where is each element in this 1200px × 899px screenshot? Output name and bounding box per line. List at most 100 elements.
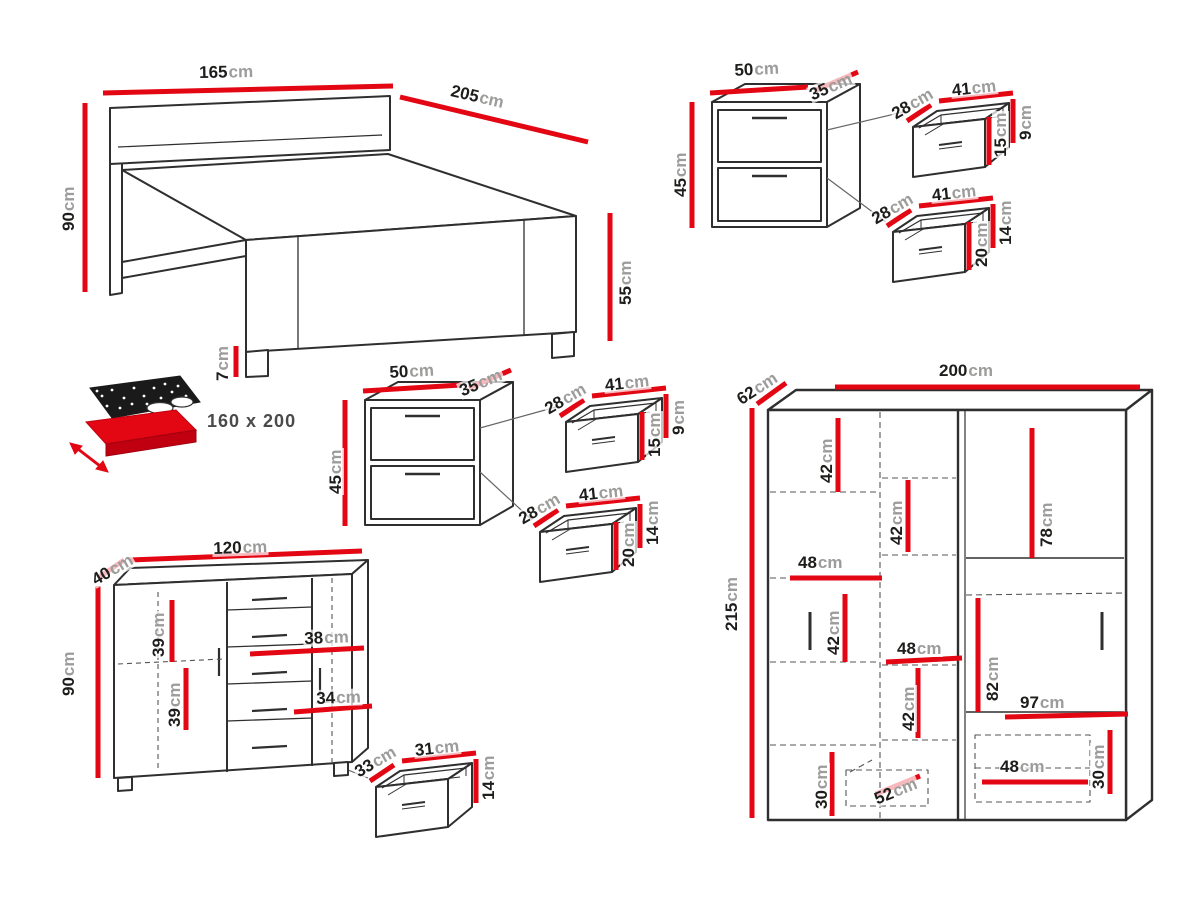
dim-unit: cm	[991, 112, 1010, 138]
dim-unit: cm	[433, 736, 461, 758]
dim-unit: cm	[408, 360, 435, 381]
dim-unit: cm	[950, 181, 978, 203]
dim-number: 48	[897, 639, 916, 658]
dim-unit: cm	[753, 58, 780, 79]
dim-unit: cm	[242, 537, 268, 557]
drawer-b-side-height-label: 14cm	[996, 199, 1015, 246]
wardrobe-width-label: 200cm	[938, 362, 994, 379]
dresser-height-label: 90cm	[59, 650, 78, 697]
drawer-d-side-height-label: 14cm	[643, 499, 662, 546]
dim-number: 120	[212, 537, 242, 558]
dim-unit: cm	[972, 222, 991, 248]
dim-number: 38	[303, 628, 324, 648]
bed-headboard	[109, 95, 391, 165]
dim-unit: cm	[1089, 744, 1108, 770]
dim-unit: cm	[643, 500, 662, 526]
dim-unit: cm	[213, 345, 232, 371]
dim-number: 90	[59, 677, 78, 696]
wardrobe-right-upper-label: 78cm	[1037, 501, 1056, 548]
dim-number: 97	[1020, 693, 1039, 712]
dim-number: 41	[930, 183, 952, 205]
dim-unit: cm	[149, 612, 168, 638]
dim-number: 48	[1000, 757, 1019, 776]
dim-unit: cm	[479, 755, 498, 781]
dim-number: 90	[59, 212, 78, 231]
dim-unit: cm	[165, 682, 184, 708]
dim-unit: cm	[817, 553, 843, 572]
drawer-e-drawing	[375, 762, 473, 838]
dresser-upper-section-label: 39cm	[149, 611, 168, 658]
dim-number: 31	[413, 738, 435, 760]
dim-number: 20	[972, 248, 991, 267]
ns1-width-label: 50cm	[733, 58, 781, 80]
nightstand-top-drawing	[710, 82, 862, 229]
dim-unit: cm	[669, 399, 688, 425]
dresser-lower-section-label: 39cm	[165, 681, 184, 728]
dim-number: 41	[603, 373, 625, 395]
ns2-width-label: 50cm	[388, 360, 436, 382]
dim-number: 34	[315, 688, 336, 708]
dim-unit: cm	[59, 186, 78, 212]
dim-number: 30	[812, 790, 831, 809]
drawer-b-front-height-label: 20cm	[972, 221, 991, 268]
drawer-a-front-height-label: 15cm	[991, 111, 1010, 158]
dim-number: 55	[616, 286, 635, 305]
wardrobe-left-lower-label: 30cm	[812, 763, 831, 810]
nightstand-mid-drawing	[363, 380, 515, 527]
drawer-e-height-label: 14cm	[479, 754, 498, 801]
dim-unit: cm	[228, 62, 254, 82]
dim-unit: cm	[996, 200, 1015, 226]
dim-unit: cm	[1016, 104, 1035, 130]
mattress-size-label: 160 x 200	[206, 411, 298, 431]
dim-number: 160 x 200	[207, 411, 297, 431]
wardrobe-middle-lower-label: 42cm	[899, 685, 918, 732]
dim-number: 78	[1037, 528, 1056, 547]
drawer-c-width-label: 41cm	[603, 371, 652, 395]
bed-footboard	[245, 215, 577, 353]
mattress-icon	[69, 375, 201, 473]
dim-unit: cm	[916, 639, 942, 658]
wardrobe-left-shelf-width-label: 48cm	[797, 554, 844, 571]
bed-leg-height-label: 7cm	[213, 344, 232, 382]
dim-unit: cm	[619, 522, 638, 548]
dim-number: 50	[733, 59, 754, 80]
wardrobe-right-shelf-width-label: 97cm	[1019, 694, 1066, 711]
bed-side-rail	[121, 239, 247, 279]
dim-unit: cm	[1039, 693, 1065, 712]
wardrobe-middle-shelf-width-label: 48cm	[896, 640, 943, 657]
dim-unit: cm	[597, 481, 625, 503]
wardrobe-left-middle-label: 42cm	[824, 609, 843, 656]
bed-drawing	[109, 95, 577, 378]
bed-headboard-height-label: 90cm	[59, 185, 78, 232]
dim-number: 15	[991, 138, 1010, 157]
dim-number: 42	[887, 526, 906, 545]
dim-unit: cm	[968, 361, 993, 380]
dim-number: 42	[817, 464, 836, 483]
bed-leg-left	[245, 349, 269, 378]
dim-unit: cm	[722, 577, 741, 602]
dim-number: 7	[213, 371, 232, 381]
dim-unit: cm	[616, 260, 635, 286]
dim-number: 9	[1016, 130, 1035, 140]
wardrobe-right-middle-label: 82cm	[983, 655, 1002, 702]
dim-number: 20	[619, 548, 638, 567]
drawer-d-front-height-label: 20cm	[619, 521, 638, 568]
dim-number: 50	[388, 361, 409, 382]
wardrobe-middle-upper-label: 42cm	[887, 499, 906, 546]
drawer-e-width-label: 31cm	[413, 736, 462, 760]
wardrobe-height-label: 215cm	[722, 576, 741, 632]
drawer-d-width-label: 41cm	[577, 481, 626, 505]
dim-unit: cm	[323, 627, 350, 648]
dim-number: 14	[643, 526, 662, 545]
dresser-drawer-front-width-label: 34cm	[315, 687, 363, 708]
dresser-width-label: 120cm	[212, 537, 269, 558]
dim-number: 41	[950, 78, 972, 100]
dim-number: 39	[165, 708, 184, 727]
dim-number: 165	[198, 62, 228, 82]
dim-number: 39	[149, 638, 168, 657]
dim-number: 30	[1089, 770, 1108, 789]
dim-unit: cm	[623, 371, 651, 393]
dim-number: 14	[479, 781, 498, 800]
dresser-shelf-width-label: 38cm	[303, 627, 351, 648]
dim-number: 82	[983, 682, 1002, 701]
